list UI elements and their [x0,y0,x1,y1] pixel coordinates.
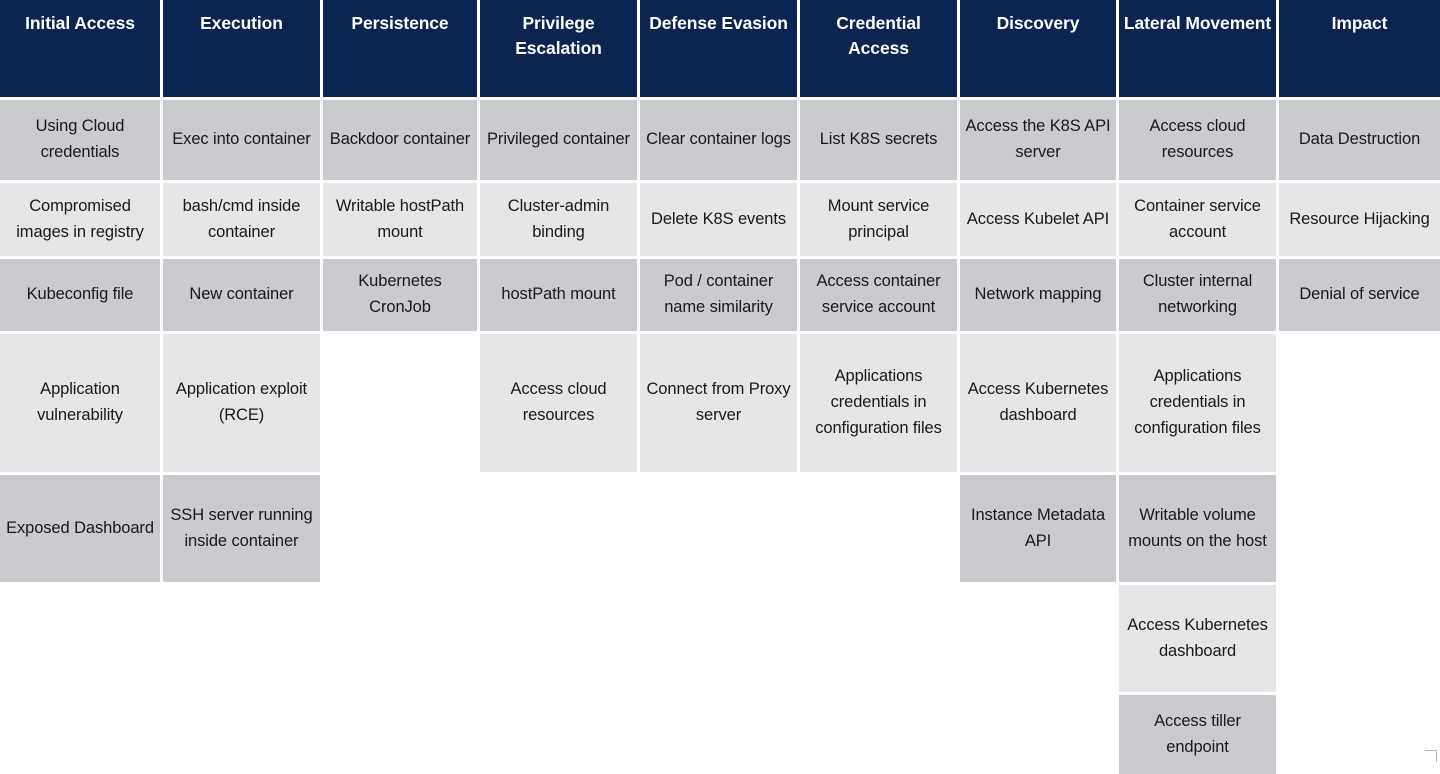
technique-cell[interactable]: Access container service account [800,259,957,331]
technique-cell[interactable]: Access cloud resources [1119,100,1277,180]
tactic-header[interactable]: Initial Access [0,0,160,97]
technique-cell[interactable]: Data Destruction [1279,100,1440,180]
empty-cell [0,585,160,692]
corner-resize-marker [1425,750,1437,762]
technique-cell[interactable]: Connect from Proxy server [640,334,797,472]
technique-cell[interactable]: Backdoor container [322,100,477,180]
technique-cell[interactable]: Access Kubernetes dashboard [960,334,1117,472]
technique-cell[interactable]: Access cloud resources [480,334,637,472]
technique-cell[interactable]: Privileged container [480,100,637,180]
empty-cell [480,475,637,582]
technique-cell[interactable]: Cluster internal networking [1119,259,1277,331]
empty-cell [800,475,957,582]
technique-cell[interactable]: Access the K8S API server [960,100,1117,180]
technique-cell[interactable]: Application exploit (RCE) [162,334,320,472]
tactic-header[interactable]: Persistence [322,0,477,97]
technique-cell[interactable]: Mount service principal [800,183,957,256]
empty-cell [480,695,637,774]
empty-cell [640,475,797,582]
technique-cell[interactable]: Application vulnerability [0,334,160,472]
technique-cell[interactable]: Compromised images in registry [0,183,160,256]
technique-cell[interactable]: Clear container logs [640,100,797,180]
technique-cell[interactable]: New container [162,259,320,331]
tactic-header[interactable]: Credential Access [800,0,957,97]
technique-cell[interactable]: Exec into container [162,100,320,180]
technique-cell[interactable]: Applications credentials in configuratio… [1119,334,1277,472]
empty-cell [480,585,637,692]
empty-cell [640,585,797,692]
technique-cell[interactable]: Kubernetes CronJob [322,259,477,331]
technique-cell[interactable]: Kubeconfig file [0,259,160,331]
technique-cell[interactable]: Pod / container name similarity [640,259,797,331]
empty-cell [960,695,1116,774]
tactic-header[interactable]: Defense Evasion [640,0,797,97]
empty-cell [800,695,957,774]
empty-cell [323,695,477,774]
technique-cell[interactable]: Using Cloud credentials [0,100,160,180]
technique-cell[interactable]: Denial of service [1279,259,1440,331]
empty-cell [640,695,797,774]
technique-cell[interactable]: Delete K8S events [640,183,797,256]
technique-cell[interactable]: Writable volume mounts on the host [1119,475,1277,582]
technique-cell[interactable]: Resource Hijacking [1279,183,1440,256]
empty-cell [163,695,320,774]
empty-cell [1279,585,1440,692]
empty-cell [1279,334,1440,472]
empty-cell [163,585,320,692]
empty-cell [323,475,477,582]
technique-cell[interactable]: Access tiller endpoint [1119,695,1277,774]
empty-cell [1279,695,1440,774]
technique-cell[interactable]: hostPath mount [480,259,637,331]
tactic-header[interactable]: Discovery [960,0,1117,97]
tactic-header[interactable]: Lateral Movement [1119,0,1277,97]
technique-cell[interactable]: Container service account [1119,183,1277,256]
technique-cell[interactable]: List K8S secrets [800,100,957,180]
empty-cell [800,585,957,692]
technique-cell[interactable]: Exposed Dashboard [0,475,160,582]
tactic-header[interactable]: Execution [162,0,320,97]
technique-cell[interactable]: bash/cmd inside container [162,183,320,256]
tactic-header[interactable]: Privilege Escalation [480,0,637,97]
technique-cell[interactable]: Access Kubelet API [960,183,1117,256]
technique-cell[interactable]: Cluster-admin binding [480,183,637,256]
empty-cell [323,585,477,692]
empty-cell [1279,475,1440,582]
technique-cell[interactable]: SSH server running inside container [162,475,320,582]
technique-cell[interactable]: Instance Metadata API [960,475,1117,582]
technique-cell[interactable]: Access Kubernetes dashboard [1119,585,1277,692]
empty-cell [0,695,160,774]
empty-cell [323,334,477,472]
technique-cell[interactable]: Writable hostPath mount [322,183,477,256]
tactic-header[interactable]: Impact [1279,0,1440,97]
empty-cell [960,585,1116,692]
technique-cell[interactable]: Network mapping [960,259,1117,331]
technique-cell[interactable]: Applications credentials in configuratio… [800,334,957,472]
